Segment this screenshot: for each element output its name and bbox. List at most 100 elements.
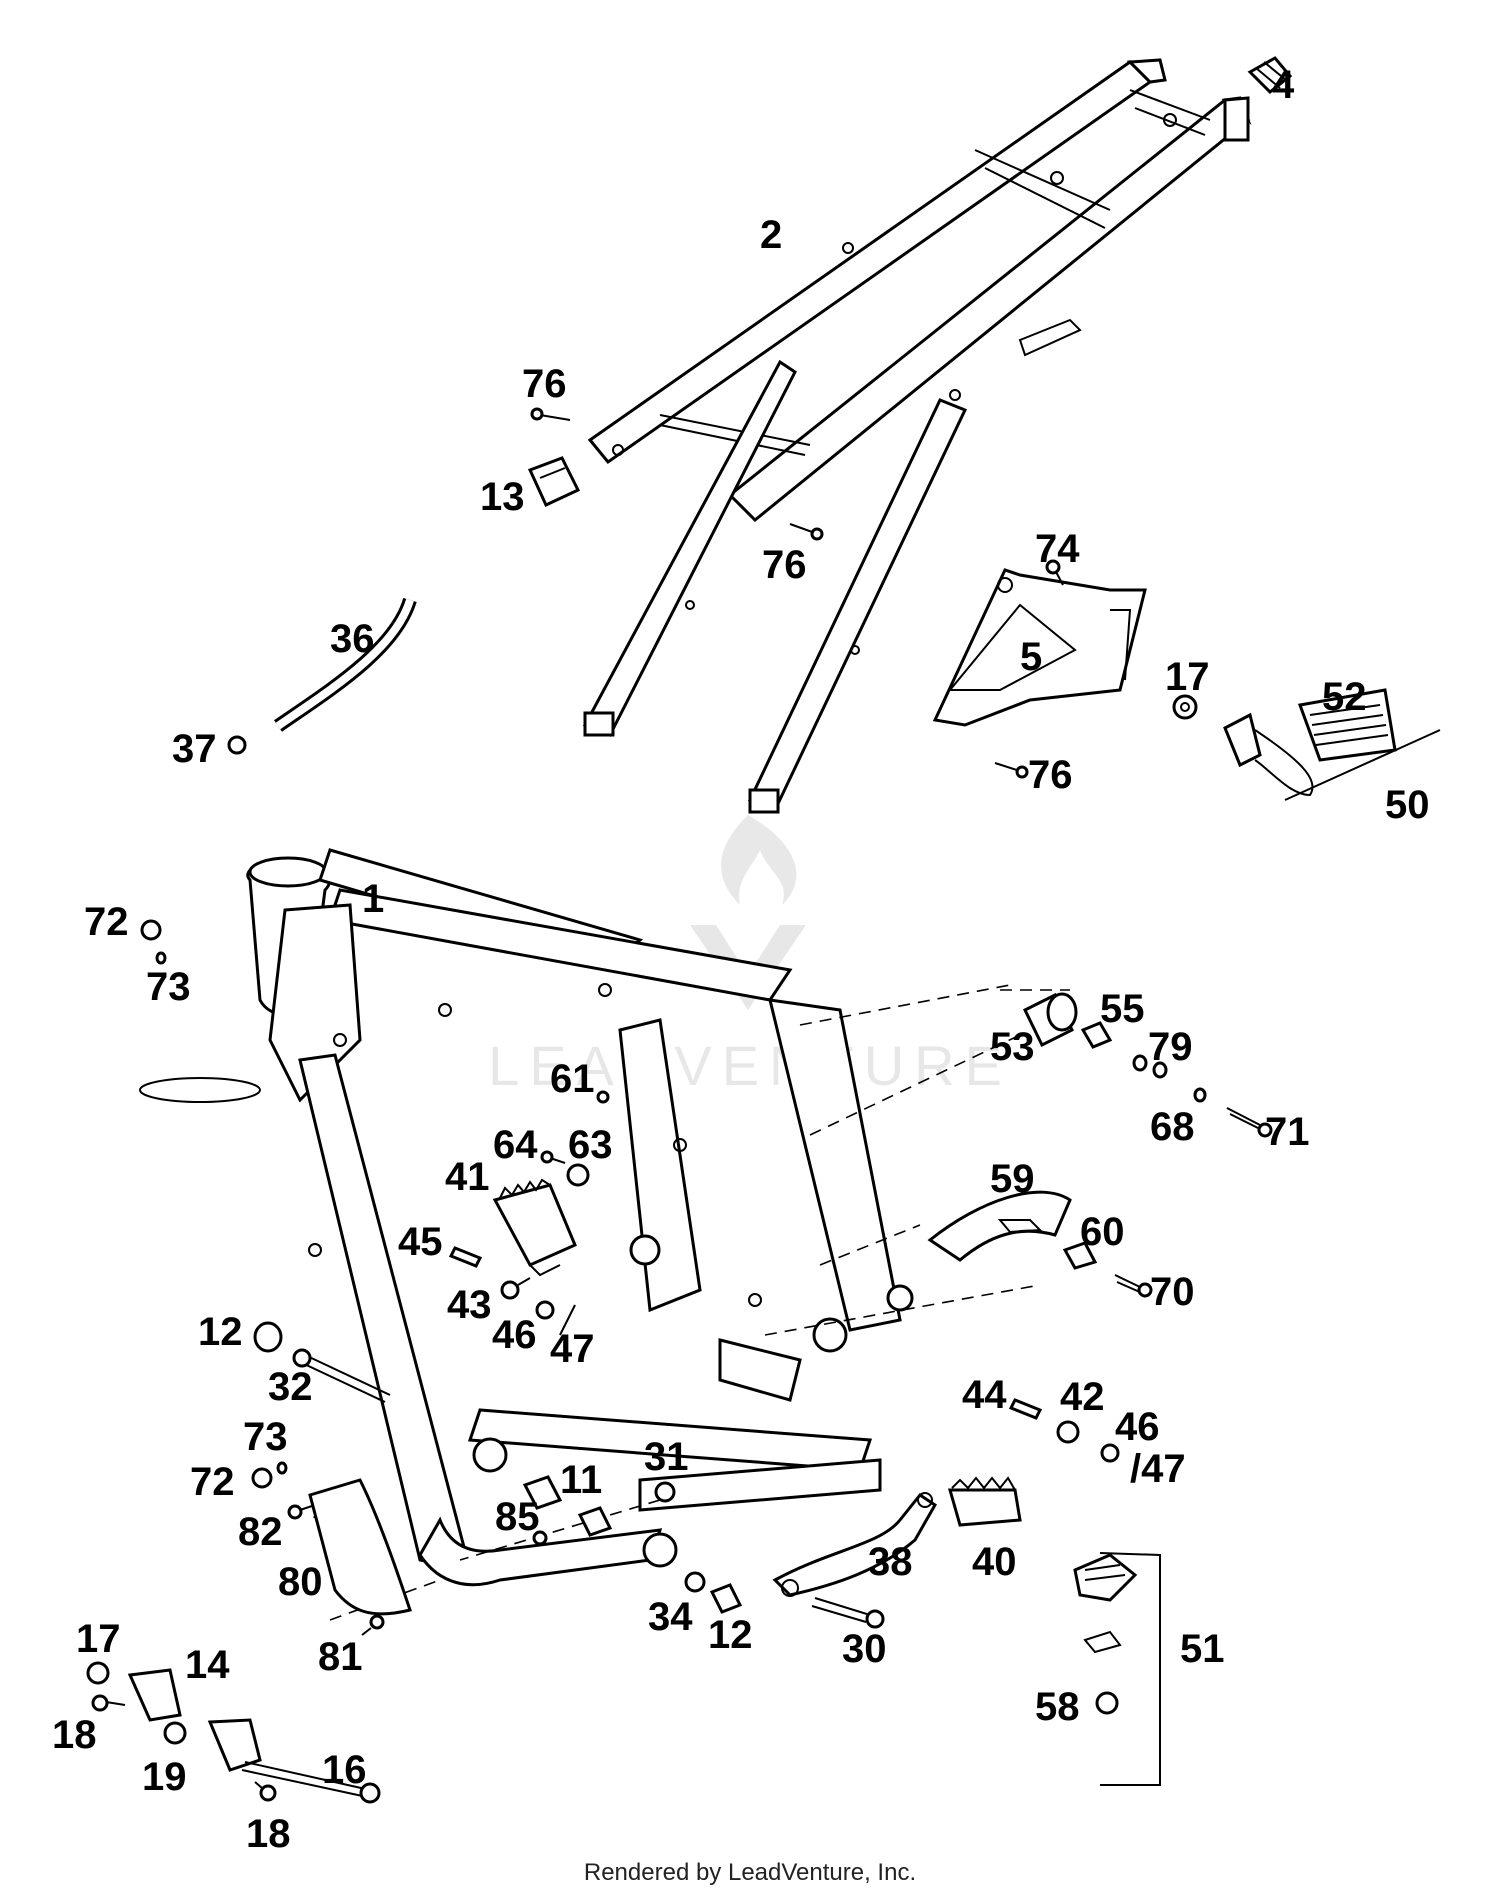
label-46: 46 bbox=[1115, 1405, 1160, 1449]
part-73-washer-top[interactable] bbox=[155, 951, 167, 965]
part-37-clamp[interactable] bbox=[227, 735, 247, 755]
label-11: 11 bbox=[560, 1458, 602, 1502]
part-81-bolt[interactable] bbox=[361, 1614, 385, 1636]
label-72: 72 bbox=[84, 900, 129, 944]
part-31-nut[interactable] bbox=[654, 1481, 676, 1503]
watermark: LEADVENTURE bbox=[488, 815, 1002, 1097]
part-47-split-pin-left[interactable] bbox=[559, 1304, 576, 1336]
label-63: 63 bbox=[568, 1123, 613, 1167]
label-64: 64 bbox=[493, 1123, 538, 1167]
part-74-bolt[interactable] bbox=[1045, 559, 1064, 586]
part-30-bolt[interactable] bbox=[811, 1597, 885, 1629]
label-73: 73 bbox=[146, 965, 191, 1009]
part-17-nut-top[interactable] bbox=[1172, 694, 1198, 720]
label-44: 44 bbox=[962, 1373, 1007, 1417]
part-42-spring[interactable] bbox=[1056, 1420, 1080, 1444]
label-17: 17 bbox=[76, 1617, 121, 1661]
label-58: 58 bbox=[1035, 1685, 1080, 1729]
part-60-sleeve[interactable] bbox=[1062, 1241, 1098, 1270]
part-79-washers[interactable] bbox=[1132, 1054, 1168, 1079]
label-18: 18 bbox=[52, 1713, 97, 1757]
label-50: 50 bbox=[1385, 783, 1430, 827]
part-5-plate[interactable] bbox=[932, 568, 1147, 727]
label-72: 72 bbox=[190, 1460, 235, 1504]
part-13-rubber-block[interactable] bbox=[527, 456, 581, 508]
part-41-footpeg-left[interactable] bbox=[492, 1178, 577, 1277]
label-32: 32 bbox=[268, 1365, 313, 1409]
part-58-nut[interactable] bbox=[1095, 1691, 1119, 1715]
part-labels: 1 2 4 5 11 12 12 13 14 16 17 17 18 18 19… bbox=[52, 63, 1430, 1856]
label-80: 80 bbox=[278, 1560, 323, 1604]
footer-credit: Rendered by LeadVenture, Inc. bbox=[584, 1859, 916, 1886]
label-51: 51 bbox=[1180, 1627, 1225, 1671]
part-73-washer-lower[interactable] bbox=[276, 1461, 288, 1475]
label-47: 47 bbox=[550, 1327, 595, 1371]
label-37: 37 bbox=[172, 727, 217, 771]
part-71-bolt[interactable] bbox=[1226, 1107, 1273, 1138]
part-12-bushing-left[interactable] bbox=[253, 1321, 283, 1353]
part-18-bolt-top[interactable] bbox=[91, 1694, 126, 1712]
part-80-guard[interactable] bbox=[308, 1478, 412, 1616]
part-14-brackets[interactable] bbox=[127, 1668, 262, 1772]
part-16-bolt[interactable] bbox=[241, 1761, 381, 1804]
part-44-pin[interactable] bbox=[1008, 1398, 1043, 1420]
label-42: 42 bbox=[1060, 1375, 1105, 1419]
label-5: 5 bbox=[1020, 635, 1042, 679]
label-2: 2 bbox=[760, 213, 782, 257]
part-36-hose[interactable] bbox=[274, 597, 417, 732]
part-76-bolt-mid[interactable] bbox=[789, 523, 824, 541]
part-50-footpeg-assembly[interactable] bbox=[1223, 688, 1441, 801]
label-55: 55 bbox=[1100, 987, 1145, 1031]
part-46-washer-right[interactable] bbox=[1100, 1443, 1120, 1463]
part-68-washer[interactable] bbox=[1193, 1087, 1207, 1103]
part-32-axle[interactable] bbox=[292, 1348, 391, 1403]
part-12-bushing-bottom[interactable] bbox=[577, 1506, 613, 1537]
part-76-bolt-lower[interactable] bbox=[994, 762, 1029, 779]
label-74: 74 bbox=[1035, 527, 1080, 571]
part-64-bolt[interactable] bbox=[540, 1150, 566, 1164]
label-60: 60 bbox=[1080, 1210, 1125, 1254]
label-79: 79 bbox=[1148, 1025, 1193, 1069]
label-76: 76 bbox=[762, 543, 807, 587]
label-52: 52 bbox=[1322, 675, 1367, 719]
label-41: 41 bbox=[445, 1155, 490, 1199]
part-45-pin[interactable] bbox=[448, 1246, 483, 1268]
label-82: 82 bbox=[238, 1510, 283, 1554]
part-53-bushing[interactable] bbox=[1023, 992, 1078, 1048]
label-36: 36 bbox=[330, 617, 375, 661]
part-43-spring[interactable] bbox=[500, 1277, 531, 1300]
part-55-sleeve[interactable] bbox=[1080, 1021, 1113, 1049]
label-38: 38 bbox=[868, 1540, 913, 1584]
label-40: 40 bbox=[972, 1540, 1017, 1584]
part-51-footpeg-rubber[interactable] bbox=[1073, 1552, 1161, 1786]
part-19-nut[interactable] bbox=[163, 1721, 187, 1745]
part-76-bolt-top[interactable] bbox=[530, 407, 571, 421]
part-70-bolt[interactable] bbox=[1114, 1274, 1153, 1298]
part-18-bolt-bottom[interactable] bbox=[254, 1781, 277, 1802]
label-12: 12 bbox=[708, 1613, 753, 1657]
label-76: 76 bbox=[1028, 753, 1073, 797]
label-68: 68 bbox=[1150, 1105, 1195, 1149]
part-38-brake-pedal[interactable] bbox=[772, 1492, 937, 1597]
part-34-nut[interactable] bbox=[684, 1571, 706, 1593]
part-72-bolt-top[interactable] bbox=[140, 919, 162, 941]
part-59-chain-guide[interactable] bbox=[927, 1190, 1072, 1262]
part-4-cap[interactable] bbox=[1247, 56, 1293, 95]
part-17-nut-bottom[interactable] bbox=[86, 1661, 110, 1685]
label-81: 81 bbox=[318, 1635, 363, 1679]
part-46-washer-left[interactable] bbox=[535, 1300, 555, 1320]
part-11-bushing[interactable] bbox=[522, 1475, 563, 1510]
part-40-footpeg-right[interactable] bbox=[948, 1476, 1022, 1527]
part-72-bolt-lower[interactable] bbox=[251, 1467, 273, 1489]
label-30: 30 bbox=[842, 1627, 887, 1671]
main-frame-part-1[interactable] bbox=[139, 848, 914, 1587]
label-14: 14 bbox=[185, 1643, 230, 1687]
subframe-part-2[interactable] bbox=[582, 58, 1252, 814]
part-82-bolt[interactable] bbox=[287, 1504, 316, 1520]
part-63-spacer[interactable] bbox=[566, 1163, 590, 1187]
part-61-nut[interactable] bbox=[596, 1090, 610, 1104]
part-12-bushing-right[interactable] bbox=[709, 1583, 743, 1614]
label-34: 34 bbox=[648, 1595, 693, 1639]
part-85-nut[interactable] bbox=[532, 1530, 548, 1546]
